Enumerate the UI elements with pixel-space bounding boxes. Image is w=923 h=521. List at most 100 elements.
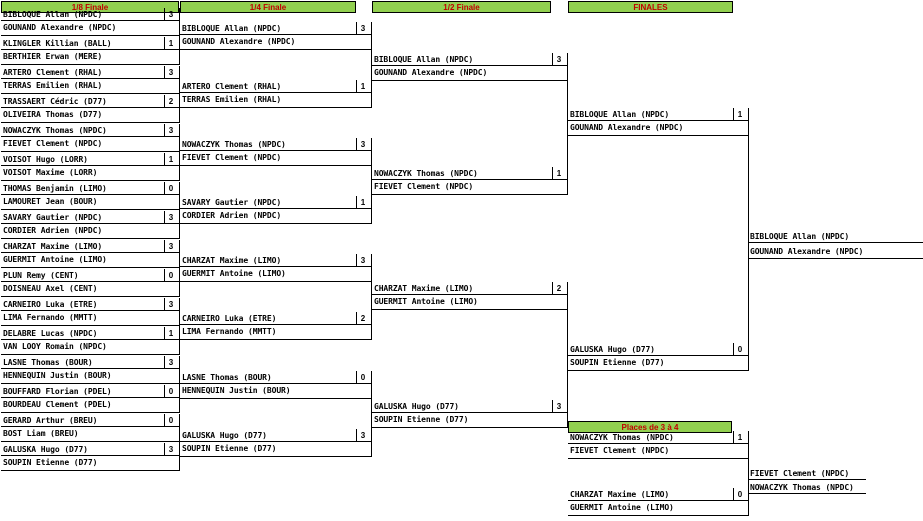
header-third-place: Places de 3 à 4 [568,421,732,433]
third-connector-0 [748,431,749,516]
r16-match-12-score: 3 [168,358,174,367]
sf-match-3-top: GALUSKA Hugo (D77) [374,402,459,411]
qf-match-5-score-sep [356,312,357,324]
r16-match-9-score: 0 [168,271,174,280]
sf-match-3-score: 3 [556,402,562,411]
r16-match-13-score: 0 [168,387,174,396]
r16-match-2-line-bottom [1,93,179,94]
third-winner-bottom: NOWACZYK Thomas (NPDC) [750,483,854,492]
r16-match-4-line-bottom [1,151,179,152]
sf-match-1-line [372,179,567,180]
r16-match-9-top: PLUN Remy (CENT) [3,271,79,280]
r16-connector-1 [179,66,180,123]
qf-match-2-line [180,150,371,151]
sf-match-3-bottom: SOUPIN Etienne (D77) [374,415,469,424]
r16-match-3-line [1,107,179,108]
champion-bottom: GOUNAND Alexandre (NPDC) [750,247,864,256]
final-match-1-score-sep [733,343,734,355]
third-match-0-score: 1 [737,433,743,442]
r16-match-11-score-sep [164,327,165,339]
r16-match-14-line-bottom [1,441,179,442]
final-match-0-top: BIBLOQUE Allan (NPDC) [570,110,670,119]
third-winner-line-bottom [749,493,866,494]
final-match-0-line-bottom [568,135,748,136]
r16-match-7-line-bottom [1,238,179,239]
qf-match-1-score-sep [356,80,357,92]
r16-match-7-top: SAVARY Gautier (NPDC) [3,213,103,222]
qf-match-7-line-bottom [180,456,371,457]
qf-match-5-score: 2 [360,314,366,323]
sf-match-1-bottom: FIEVET Clement (NPDC) [374,182,474,191]
sf-connector-1 [567,282,568,428]
final-match-0-line [568,120,748,121]
r16-match-6-score: 0 [168,184,174,193]
third-winner-top: FIEVET Clement (NPDC) [750,469,850,478]
r16-match-4-bottom: FIEVET Clement (NPDC) [3,139,103,148]
qf-match-6-line [180,383,371,384]
qf-match-5-bottom: LIMA Fernando (MMTT) [182,327,277,336]
sf-match-2-bottom: GUERMIT Antoine (LIMO) [374,297,478,306]
third-match-1-top: CHARZAT Maxime (LIMO) [570,490,670,499]
r16-match-11-line-bottom [1,354,179,355]
r16-match-12-score-sep [164,356,165,368]
r16-match-1-top: KLINGLER Killian (BALL) [3,39,112,48]
final-match-1-bottom: SOUPIN Etienne (D77) [570,358,665,367]
r16-match-5-top: VOISOT Hugo (LORR) [3,155,88,164]
qf-match-0-score: 3 [360,24,366,33]
qf-match-0-line [180,34,371,35]
r16-match-0-line [1,20,179,21]
r16-match-15-score: 3 [168,445,174,454]
sf-match-1-line-bottom [372,194,567,195]
r16-match-14-score: 0 [168,416,174,425]
r16-match-11-bottom: VAN LOOY Romain (NPDC) [3,342,107,351]
sf-match-0-top: BIBLOQUE Allan (NPDC) [374,55,474,64]
r16-match-2-score-sep [164,66,165,78]
r16-match-13-bottom: BOURDEAU Clement (PDEL) [3,400,112,409]
r16-match-9-line [1,281,179,282]
sf-match-2-score: 2 [556,284,562,293]
qf-connector-0 [371,22,372,108]
final-match-1-line-bottom [568,370,748,371]
sf-match-3-line [372,412,567,413]
r16-match-12-bottom: HENNEQUIN Justin (BOUR) [3,371,112,380]
qf-match-4-bottom: GUERMIT Antoine (LIMO) [182,269,286,278]
r16-match-10-line [1,310,179,311]
r16-match-13-top: BOUFFARD Florian (PDEL) [3,387,112,396]
r16-match-0-score: 3 [168,10,174,19]
r16-connector-4 [179,240,180,297]
r16-match-9-line-bottom [1,296,179,297]
r16-match-15-score-sep [164,443,165,455]
r16-match-0-line-bottom [1,35,179,36]
qf-match-4-line-bottom [180,281,371,282]
r16-match-15-line [1,455,179,456]
r16-match-6-line [1,194,179,195]
r16-match-5-line-bottom [1,180,179,181]
r16-match-3-bottom: OLIVEIRA Thomas (D77) [3,110,103,119]
r16-connector-5 [179,298,180,355]
champion-line-bottom [749,258,923,259]
qf-match-0-bottom: GOUNAND Alexandre (NPDC) [182,37,296,46]
qf-match-3-line [180,208,371,209]
r16-match-7-bottom: CORDIER Adrien (NPDC) [3,226,103,235]
r16-match-2-top: ARTERO Clement (RHAL) [3,68,103,77]
header-r16: 1/8 Finale [1,1,179,13]
r16-match-3-score: 2 [168,97,174,106]
r16-match-7-score-sep [164,211,165,223]
r16-match-8-line [1,252,179,253]
qf-match-7-score-sep [356,429,357,441]
r16-match-1-line [1,49,179,50]
r16-match-11-top: DELABRE Lucas (NPDC) [3,329,98,338]
qf-match-7-score: 3 [360,431,366,440]
r16-match-13-line [1,397,179,398]
third-match-0-score-sep [733,431,734,443]
qf-match-1-bottom: TERRAS Emilien (RHAL) [182,95,282,104]
qf-match-3-score: 1 [360,198,366,207]
sf-match-0-line-bottom [372,80,567,81]
r16-match-6-bottom: LAMOURET Jean (BOUR) [3,197,98,206]
r16-match-14-bottom: BOST Liam (BREU) [3,429,79,438]
qf-match-3-top: SAVARY Gautier (NPDC) [182,198,282,207]
r16-connector-2 [179,124,180,181]
third-match-1-line-bottom [568,515,748,516]
qf-match-5-line-bottom [180,339,371,340]
